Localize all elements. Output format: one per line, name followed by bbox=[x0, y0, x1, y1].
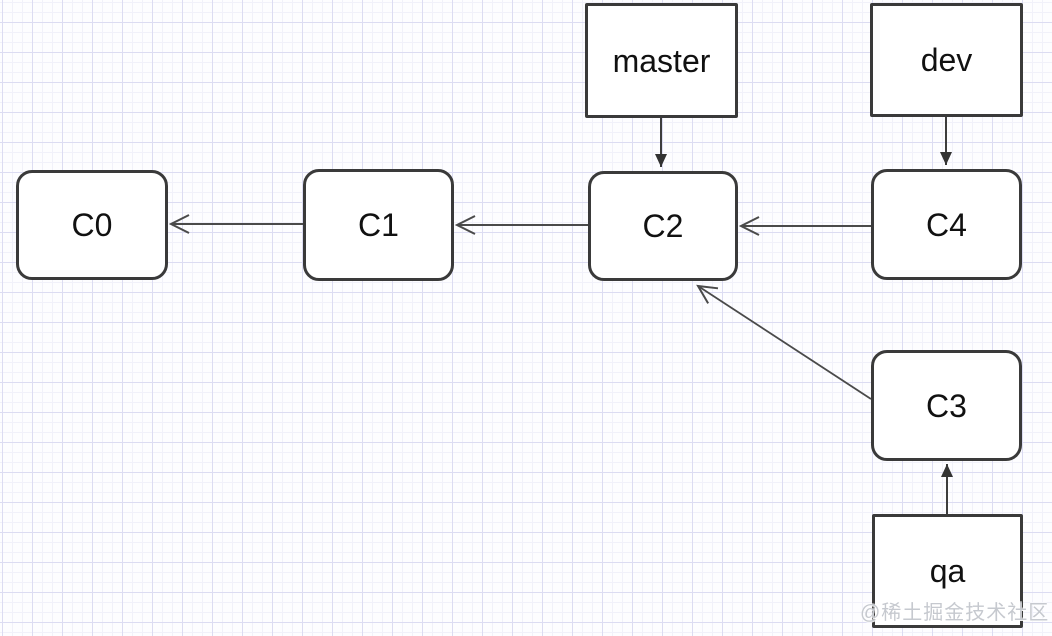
node-commit-c3: C3 bbox=[871, 350, 1022, 461]
node-commit-c1: C1 bbox=[303, 169, 454, 281]
node-label: C2 bbox=[642, 208, 684, 244]
watermark: @稀土掘金技术社区 bbox=[860, 602, 1050, 624]
node-branch-master: master bbox=[585, 3, 738, 118]
node-branch-dev: dev bbox=[870, 3, 1023, 117]
node-commit-c4: C4 bbox=[871, 169, 1022, 280]
node-label: C1 bbox=[358, 207, 399, 243]
node-branch-qa: qa bbox=[872, 514, 1023, 628]
node-commit-c0: C0 bbox=[16, 170, 168, 280]
node-label: C4 bbox=[926, 206, 967, 243]
node-label: C3 bbox=[926, 387, 967, 424]
node-label: C0 bbox=[71, 207, 113, 243]
node-label: dev bbox=[920, 42, 973, 78]
node-commit-c2: C2 bbox=[588, 171, 738, 281]
node-label: qa bbox=[929, 553, 966, 589]
node-label: master bbox=[612, 42, 711, 79]
edge-c3-to-c2 bbox=[696, 284, 872, 400]
